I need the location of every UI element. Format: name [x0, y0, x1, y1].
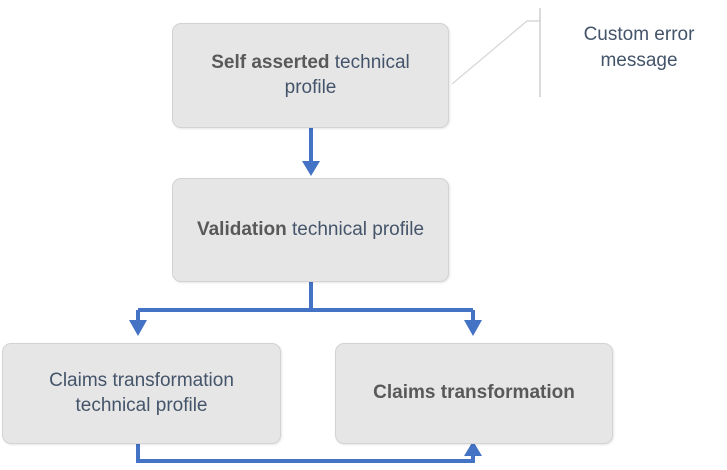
- node-claims-transformation-profile-label: Claims transformation technical profile: [49, 370, 234, 416]
- callout-leader-line: [451, 8, 541, 97]
- node-self-asserted-label-regular: technical profile: [284, 52, 410, 98]
- arrow-claims-profile-feedback-loop: [136, 441, 482, 463]
- callout-custom-error-message: Custom error message: [553, 22, 725, 73]
- arrow-self-asserted-to-validation: [302, 128, 320, 176]
- node-validation-label: Validation technical profile: [197, 218, 424, 242]
- node-validation-label-regular: technical profile: [286, 218, 425, 240]
- node-claims-transformation-label: Claims transformation: [373, 382, 575, 404]
- node-self-asserted-label: Self asserted technical profile: [185, 51, 436, 100]
- node-validation-technical-profile[interactable]: Validation technical profile: [172, 178, 449, 282]
- node-self-asserted-label-bold: Self asserted: [211, 52, 330, 74]
- node-claims-transformation[interactable]: Claims transformation: [335, 343, 613, 444]
- node-validation-label-bold: Validation: [196, 218, 287, 240]
- node-self-asserted-technical-profile[interactable]: Self asserted technical profile: [172, 23, 449, 128]
- arrow-validation-split: [129, 282, 482, 336]
- node-claims-transformation-technical-profile[interactable]: Claims transformation technical profile: [2, 343, 281, 444]
- callout-line-1: Custom error: [583, 24, 695, 45]
- callout-line-2: message: [600, 49, 678, 71]
